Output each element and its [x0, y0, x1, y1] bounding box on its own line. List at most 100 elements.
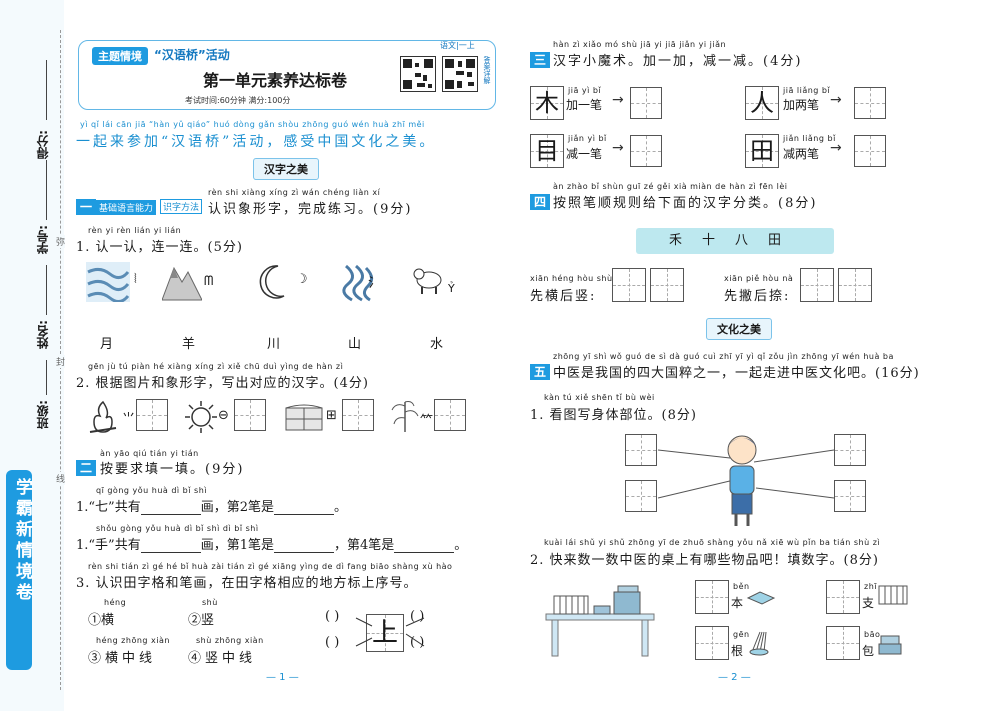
class-label: 班级: — [36, 400, 50, 429]
theme-name: “汉语桥”活动 — [154, 48, 230, 62]
qr-side-text: 答案详解 — [483, 56, 491, 84]
magic-char-1: 木 — [530, 86, 564, 120]
stroke-order-answer-4[interactable] — [838, 268, 872, 302]
match-char-4[interactable]: 山 — [348, 337, 362, 352]
q2-s2-text-b: 画，第1笔是 — [200, 538, 274, 553]
page-number-2: — 2 — — [718, 672, 751, 683]
option-3-pinyin: héng zhōng xiàn — [96, 636, 170, 645]
stroke-order-answer-1[interactable] — [612, 268, 646, 302]
pictograph-he-icon: ⺮ — [420, 414, 434, 429]
qr-code-1-icon[interactable] — [400, 56, 436, 92]
q2-s2-blank-1[interactable] — [140, 541, 201, 553]
match-char-3[interactable]: 川 — [267, 337, 281, 352]
item-1-pinyin: běn — [733, 582, 750, 591]
q2-s2-line: 1.“手”共有画，第1笔是，第4笔是。 — [76, 538, 468, 553]
q1-sub1-pinyin: rèn yi rèn lián yi lián — [88, 226, 182, 235]
section-title-hanzi: 汉字之美 — [253, 158, 319, 180]
cut-char-1: 弥 — [56, 235, 66, 248]
student-id-label: 学号: — [36, 225, 50, 254]
binding-margin: 得分: 学号: 姓名: 班级: 弥 封 线 学霸新情境卷 — [0, 0, 66, 711]
magic-answer-1[interactable] — [630, 87, 662, 119]
magic-answer-2[interactable] — [854, 87, 886, 119]
answer-grid-grain[interactable] — [434, 399, 466, 431]
page-number-1: — 1 — — [266, 672, 299, 683]
intro-text: 一起来参加“汉语桥”活动，感受中国文化之美。 — [76, 134, 437, 150]
body-part-answer-3[interactable] — [834, 434, 866, 466]
intro-pinyin: yì qǐ lái cān jiā “hàn yǔ qiáo” huó dòng… — [80, 120, 425, 129]
item-2-pinyin: zhī — [864, 582, 877, 591]
item-1-char: 本 — [731, 596, 744, 610]
q1-tag-ability: 基础语言能力 — [96, 200, 157, 215]
option-2: ②竖 — [188, 613, 215, 628]
option-2-pinyin: shù — [202, 598, 218, 607]
answer-grid-fire[interactable] — [136, 399, 168, 431]
q3-text: 汉字小魔术。加一加，减一减。(4分) — [553, 54, 803, 69]
magic-op-4-pinyin: jiǎn liǎng bǐ — [783, 134, 836, 143]
answer-grid-field[interactable] — [342, 399, 374, 431]
paren-tl[interactable]: ( ) — [325, 609, 340, 624]
q2-s1-pinyin: qī gòng yǒu huà dì bǐ shì — [96, 486, 207, 495]
body-part-answer-2[interactable] — [625, 480, 657, 512]
boy-figure-icon — [657, 435, 835, 526]
char-banner: 禾十八田 — [636, 228, 834, 254]
q2-s3-pinyin: rèn shi tián zì gé hé bǐ huà zài tián zì… — [88, 562, 453, 571]
count-answer-3[interactable] — [695, 626, 729, 660]
pictograph-ri-icon: ⊖ — [218, 408, 229, 423]
picture-fire-icon — [86, 400, 120, 434]
pictograph-shan-icon: ᗰ — [204, 274, 214, 289]
count-answer-2[interactable] — [826, 580, 860, 614]
magic-char-2: 人 — [745, 86, 779, 120]
body-part-answer-4[interactable] — [834, 480, 866, 512]
q3-number: 三 — [530, 52, 550, 68]
q2-s1-blank-2[interactable] — [273, 503, 334, 515]
q2-s2-blank-2[interactable] — [273, 541, 334, 553]
medicine-table-icon — [545, 585, 655, 657]
q2-s2-text-c: ，第4笔是 — [333, 538, 395, 553]
match-char-5[interactable]: 水 — [430, 337, 444, 352]
q3-pinyin: hàn zì xiǎo mó shù jiā yi jiā jiǎn yi ji… — [553, 40, 727, 49]
magic-op-1: 加一笔 — [566, 98, 603, 112]
item-2-char: 支 — [862, 596, 875, 610]
match-char-2[interactable]: 羊 — [182, 337, 196, 352]
q2-pinyin: àn yāo qiú tián yi tián — [100, 449, 199, 458]
pictograph-tian-icon: ⊞ — [326, 408, 337, 423]
pictograph-yue-icon: ☽ — [296, 272, 308, 287]
magic-char-3: 目 — [530, 134, 564, 168]
q2-s2-text-d: 。 — [454, 538, 468, 553]
q4-right-label: 先撇后捺: — [724, 289, 791, 304]
paren-bl[interactable]: ( ) — [325, 635, 340, 650]
stroke-order-answer-2[interactable] — [650, 268, 684, 302]
arrow-right-icon: → — [830, 92, 842, 108]
brand-text: 学霸新情境卷 — [12, 478, 32, 604]
brush-rack-icon — [878, 585, 908, 605]
count-answer-1[interactable] — [695, 580, 729, 614]
q5-s1-pinyin: kàn tú xiě shēn tǐ bù wèi — [544, 393, 655, 402]
qr-code-2-icon[interactable] — [442, 56, 478, 92]
picture-sheep-icon — [412, 262, 446, 296]
name-label: 姓名: — [36, 320, 50, 349]
magic-answer-3[interactable] — [630, 135, 662, 167]
score-label: 得分: — [36, 130, 50, 159]
match-char-1[interactable]: 月 — [100, 337, 114, 352]
body-part-answer-1[interactable] — [625, 434, 657, 466]
count-answer-4[interactable] — [826, 626, 860, 660]
q4-right-pinyin: xiān piě hòu nà — [724, 274, 794, 283]
q2-s1-line: 1.“七”共有画，第2笔是。 — [76, 496, 347, 515]
name-line — [46, 265, 47, 315]
q2-s2-blank-3[interactable] — [394, 541, 455, 553]
needles-icon — [749, 631, 769, 656]
q4-number: 四 — [530, 194, 550, 210]
paren-tr[interactable]: ( ) — [410, 609, 425, 624]
stroke-order-answer-3[interactable] — [800, 268, 834, 302]
item-3-pinyin: gēn — [733, 630, 750, 639]
exam-info: 考试时间:60分钟 满分:100分 — [185, 96, 291, 105]
magic-answer-4[interactable] — [854, 135, 886, 167]
picture-mountain-icon — [161, 262, 203, 302]
answer-grid-sun[interactable] — [234, 399, 266, 431]
subject-tag: 语文|一上 — [440, 41, 475, 50]
q5-s2-pinyin: kuài lái shǔ yi shǔ zhōng yī de zhuō shà… — [544, 538, 881, 547]
option-3: ③横中线 — [88, 651, 157, 666]
item-4-char: 包 — [862, 644, 875, 658]
q2-s1-blank-1[interactable] — [140, 503, 201, 515]
q4-text: 按照笔顺规则给下面的汉字分类。(8分) — [553, 196, 818, 211]
